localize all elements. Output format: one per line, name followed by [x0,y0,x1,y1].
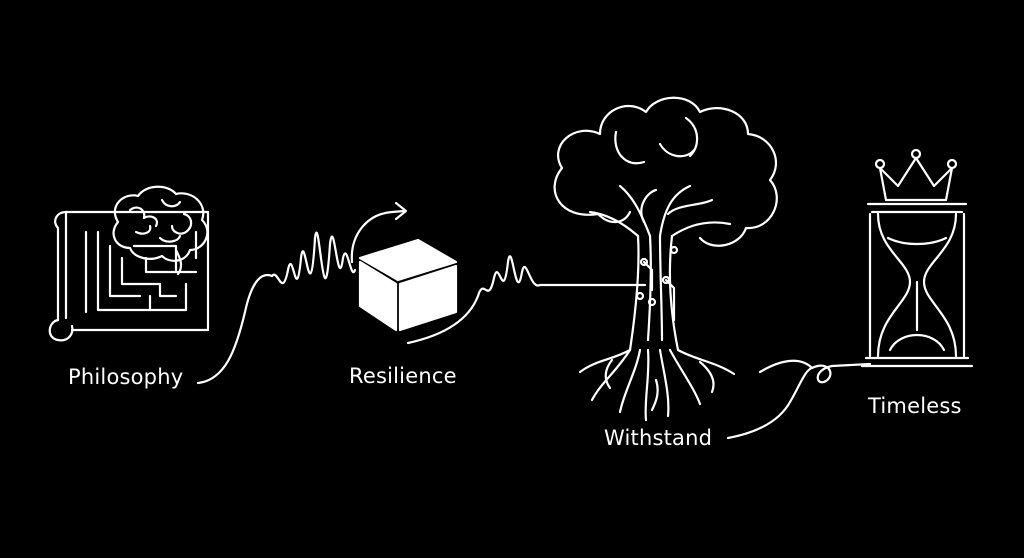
rotating-cube-icon [358,238,458,332]
stage-label-resilience: Resilience [349,364,457,388]
crowned-hourglass-icon [860,148,974,368]
flow-connector-line [196,201,872,440]
stage-label-timeless: Timeless [868,394,962,418]
stage-label-withstand: Withstand [604,426,713,450]
brain-on-maze-blueprint-icon [48,185,210,342]
stage-label-philosophy: Philosophy [68,365,184,389]
circuit-tree-icon [553,96,778,422]
